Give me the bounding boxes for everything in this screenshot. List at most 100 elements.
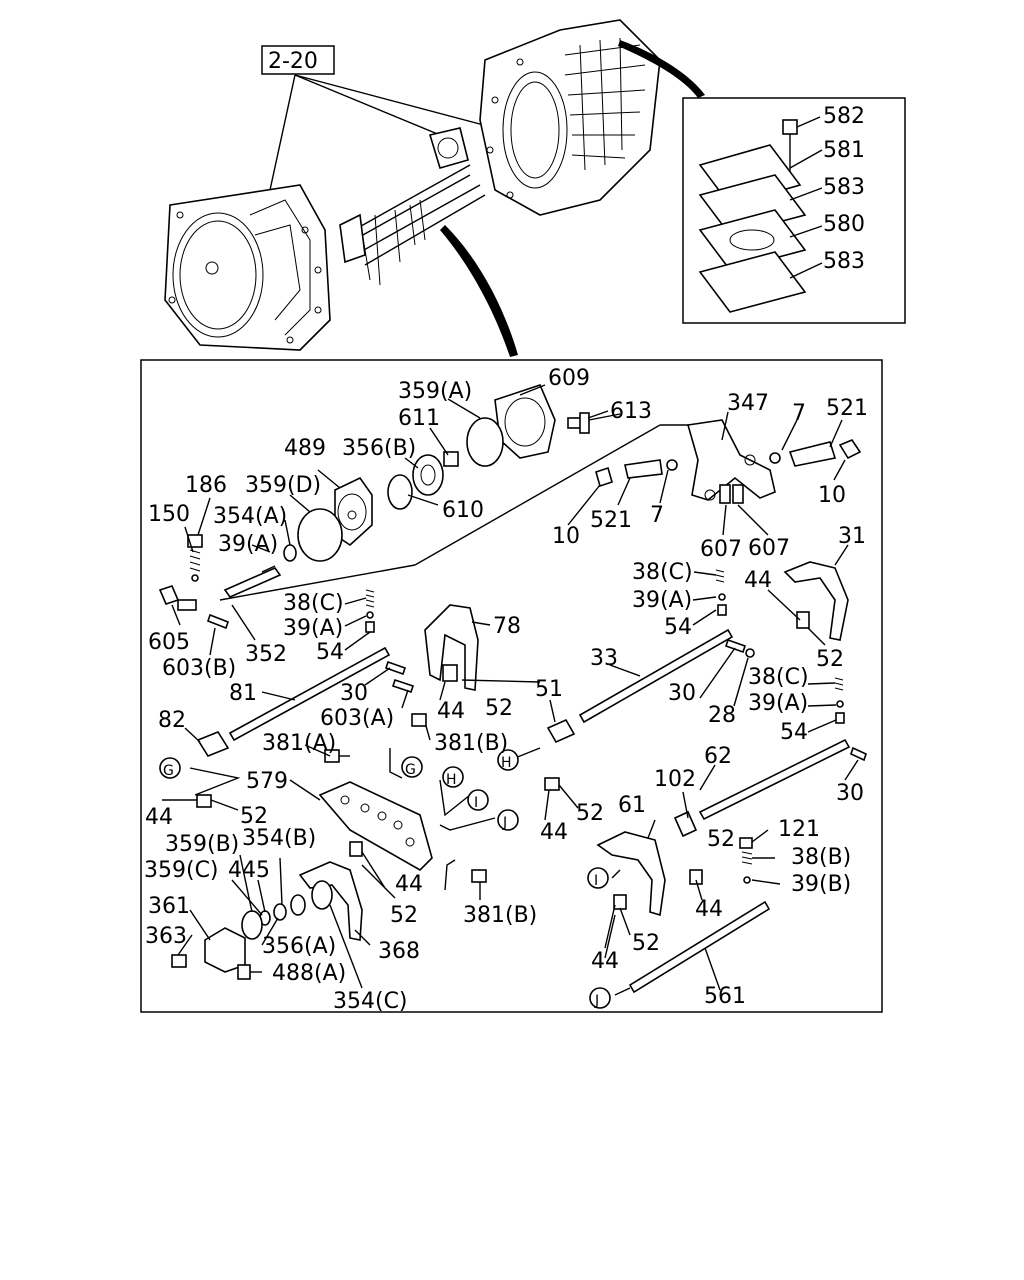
- label-610: 610: [442, 498, 484, 523]
- detail-parts: [158, 384, 867, 994]
- label-54a: 54: [664, 615, 692, 640]
- label-521b: 521: [590, 508, 632, 533]
- callouts: G G H H I I J J: [159, 749, 611, 1009]
- ref-box: [261, 45, 335, 75]
- label-354b: 354(B): [242, 826, 316, 851]
- label-44e: 44: [395, 872, 423, 897]
- label-445: 445: [228, 858, 270, 883]
- top-assembly: 2-20: [164, 19, 705, 357]
- label-33: 33: [590, 646, 618, 671]
- label-30b: 30: [668, 681, 696, 706]
- front-housing: [164, 184, 331, 351]
- label-352: 352: [245, 642, 287, 667]
- label-31: 31: [838, 524, 866, 549]
- label-30a: 30: [340, 681, 368, 706]
- detail-box: [140, 359, 883, 1013]
- callout-g-1: G: [163, 763, 174, 779]
- label-62: 62: [704, 744, 732, 769]
- label-61: 61: [618, 793, 646, 818]
- label-561: 561: [704, 984, 746, 1009]
- label-10b: 10: [552, 524, 580, 549]
- callout-g-2: G: [405, 762, 416, 778]
- label-354a: 354(A): [213, 504, 287, 529]
- ref-box-label: 2-20: [268, 49, 318, 74]
- label-10a: 10: [818, 483, 846, 508]
- label-609: 609: [548, 366, 590, 391]
- part-labels: 359(A) 609 611 613 347 7 521 489 356(B) …: [144, 366, 868, 1014]
- label-44d: 44: [540, 820, 568, 845]
- label-28: 28: [708, 703, 736, 728]
- label-521a: 521: [826, 396, 868, 421]
- label-359d: 359(D): [245, 473, 321, 498]
- detail-leaders: [162, 384, 859, 996]
- label-54b: 54: [316, 640, 344, 665]
- label-38c-b: 38(C): [283, 591, 344, 616]
- inset-box: [682, 97, 906, 324]
- label-44c: 44: [145, 805, 173, 830]
- label-359b: 359(B): [165, 832, 239, 857]
- label-38b: 38(B): [791, 845, 851, 870]
- inset-label-583b: 583: [823, 249, 865, 274]
- label-51: 51: [535, 677, 563, 702]
- label-54c: 54: [780, 720, 808, 745]
- label-356a: 356(A): [262, 934, 336, 959]
- label-44f: 44: [695, 897, 723, 922]
- label-354c: 354(C): [333, 989, 408, 1014]
- label-611: 611: [398, 406, 440, 431]
- label-489: 489: [284, 436, 326, 461]
- label-605: 605: [148, 630, 190, 655]
- label-361: 361: [148, 894, 190, 919]
- label-7b: 7: [650, 503, 664, 528]
- label-30c: 30: [836, 781, 864, 806]
- label-52e: 52: [707, 827, 735, 852]
- inset-label-580: 580: [823, 212, 865, 237]
- label-613: 613: [610, 399, 652, 424]
- label-603a: 603(A): [320, 706, 394, 731]
- label-52c: 52: [240, 804, 268, 829]
- label-44b: 44: [437, 699, 465, 724]
- callout-j-2: J: [594, 993, 599, 1009]
- inset-label-583: 583: [823, 175, 865, 200]
- label-381b-a: 381(B): [434, 731, 508, 756]
- inset-cover-plate: 582 581 583 580 583: [682, 97, 906, 324]
- label-52b: 52: [485, 696, 513, 721]
- label-52a: 52: [816, 647, 844, 672]
- label-579: 579: [246, 769, 288, 794]
- inset-label-582: 582: [823, 104, 865, 129]
- label-186: 186: [185, 473, 227, 498]
- callout-h-2: H: [501, 755, 512, 771]
- callout-h-1: H: [446, 772, 457, 788]
- label-359a-top: 359(A): [398, 379, 472, 404]
- label-39a-a: 39(A): [218, 532, 278, 557]
- label-359c: 359(C): [144, 858, 219, 883]
- label-82: 82: [158, 708, 186, 733]
- label-7a: 7: [792, 401, 806, 426]
- label-363: 363: [145, 924, 187, 949]
- label-44g: 44: [591, 949, 619, 974]
- label-44a: 44: [744, 568, 772, 593]
- label-39a-c: 39(A): [283, 616, 343, 641]
- label-121: 121: [778, 817, 820, 842]
- rear-housing: [479, 19, 661, 216]
- label-603b: 603(B): [162, 656, 236, 681]
- label-39a-d: 39(A): [748, 691, 808, 716]
- label-39b: 39(B): [791, 872, 851, 897]
- label-52d: 52: [576, 801, 604, 826]
- shift-rail-assembly: [339, 127, 486, 286]
- label-52f: 52: [390, 903, 418, 928]
- label-356b: 356(B): [342, 436, 416, 461]
- label-347: 347: [727, 391, 769, 416]
- label-81: 81: [229, 681, 257, 706]
- label-607b: 607: [748, 536, 790, 561]
- label-488a: 488(A): [272, 961, 346, 986]
- callout-i-2: I: [594, 873, 598, 889]
- label-150: 150: [148, 502, 190, 527]
- label-78: 78: [493, 614, 521, 639]
- label-38c-c: 38(C): [748, 665, 809, 690]
- inset-label-581: 581: [823, 138, 865, 163]
- label-39a-b: 39(A): [632, 588, 692, 613]
- callout-j-1: J: [502, 815, 507, 831]
- callout-i-1: I: [474, 795, 478, 811]
- label-368: 368: [378, 939, 420, 964]
